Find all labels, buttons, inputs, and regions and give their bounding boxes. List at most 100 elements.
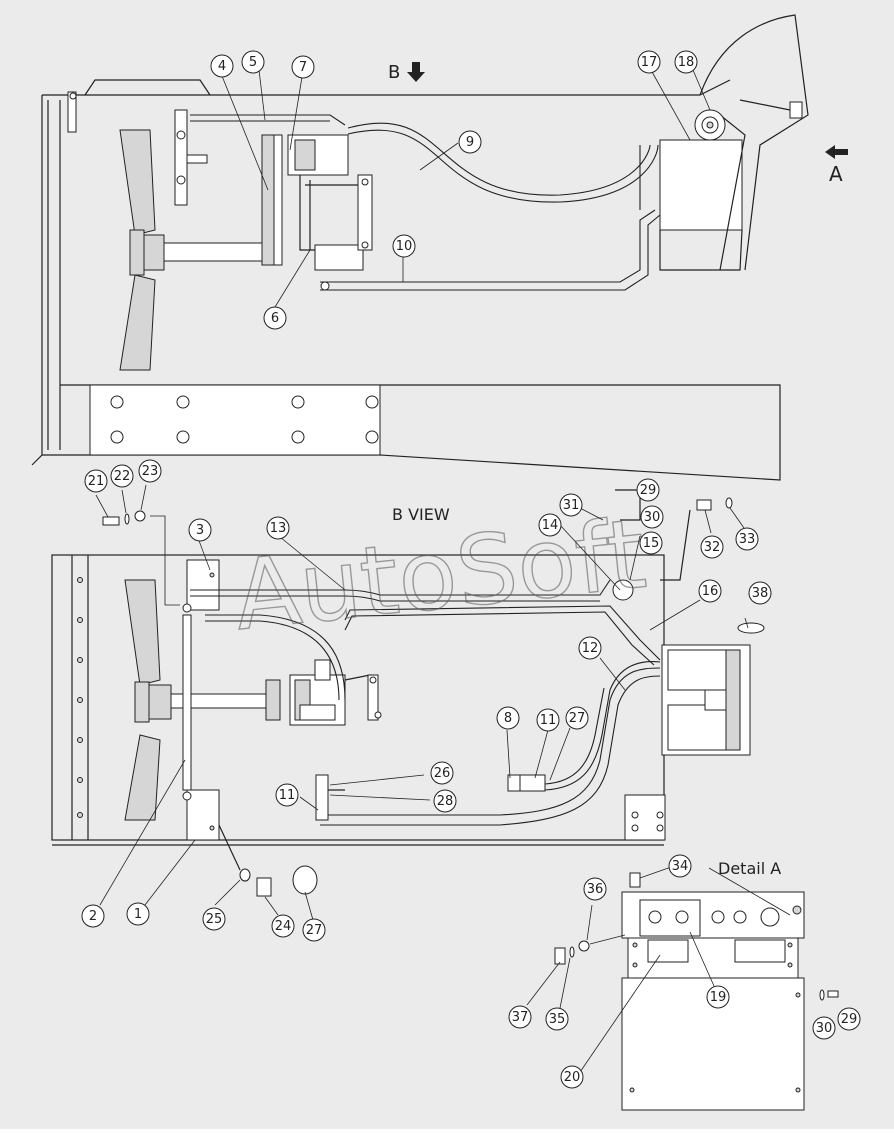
callout-29: 29 — [837, 1007, 861, 1031]
callout-circle — [458, 130, 482, 154]
callout-number: 11 — [279, 788, 296, 803]
callout-number: 26 — [434, 766, 451, 781]
callout-circle — [578, 636, 602, 660]
callout-1: 1 — [126, 902, 150, 926]
view-b-arrow-label: B — [388, 62, 400, 83]
callout-number: 16 — [702, 584, 719, 599]
callout-number: 10 — [396, 239, 413, 254]
callout-15: 15 — [639, 531, 663, 555]
callout-22: 22 — [110, 464, 134, 488]
compressor-b — [289, 659, 382, 726]
callout-14: 14 — [538, 513, 562, 537]
callout-circle — [81, 904, 105, 928]
evaporator-unit-b — [661, 644, 751, 756]
callout-37: 37 — [508, 1005, 532, 1029]
callout-circle — [496, 706, 520, 730]
callout-number: 13 — [270, 521, 287, 536]
callout-3: 3 — [188, 518, 212, 542]
callout-number: 30 — [816, 1021, 833, 1036]
callout-number: 33 — [739, 532, 756, 547]
callout-circle — [812, 1016, 836, 1040]
callout-number: 23 — [142, 464, 159, 479]
callout-number: 5 — [249, 55, 257, 70]
callout-35: 35 — [545, 1007, 569, 1031]
callout-2: 2 — [81, 904, 105, 928]
callout-26: 26 — [430, 761, 454, 785]
callout-circle — [668, 854, 692, 878]
callout-24: 24 — [271, 914, 295, 938]
callout-number: 31 — [563, 498, 580, 513]
callout-number: 38 — [752, 586, 769, 601]
callout-circle — [110, 464, 134, 488]
callout-circle — [639, 531, 663, 555]
callout-circle — [706, 985, 730, 1009]
callout-number: 24 — [275, 919, 292, 934]
callout-circle — [126, 902, 150, 926]
callout-circle — [291, 55, 315, 79]
callout-number: 14 — [542, 518, 559, 533]
callout-circle — [188, 518, 212, 542]
callout-circle — [583, 877, 607, 901]
callout-circle — [837, 1007, 861, 1031]
callout-11: 11 — [536, 708, 560, 732]
callout-number: 3 — [196, 523, 204, 538]
callout-27: 27 — [302, 918, 326, 942]
callout-circle — [545, 1007, 569, 1031]
callout-circle — [271, 914, 295, 938]
callout-32: 32 — [700, 535, 724, 559]
callout-number: 22 — [114, 469, 131, 484]
callout-4: 4 — [210, 54, 234, 78]
b-view — [51, 489, 765, 846]
callout-number: 34 — [672, 859, 689, 874]
callout-number: 2 — [89, 909, 97, 924]
callout-34: 34 — [668, 854, 692, 878]
callout-circle — [266, 516, 290, 540]
callout-30: 30 — [640, 505, 664, 529]
callout-circle — [735, 527, 759, 551]
callout-31: 31 — [559, 493, 583, 517]
top-view — [31, 14, 848, 481]
callout-circle — [674, 50, 698, 74]
callout-25: 25 — [202, 907, 226, 931]
callout-circle — [302, 918, 326, 942]
evaporator-unit-top — [659, 79, 803, 271]
callout-number: 32 — [704, 540, 721, 555]
callout-number: 37 — [512, 1010, 529, 1025]
callout-28: 28 — [433, 789, 457, 813]
compressor-top — [287, 134, 373, 271]
callout-circle — [536, 708, 560, 732]
callout-38: 38 — [748, 581, 772, 605]
callout-circle — [433, 789, 457, 813]
callout-number: 30 — [644, 510, 661, 525]
callout-7: 7 — [291, 55, 315, 79]
callout-circle — [565, 706, 589, 730]
callout-number: 20 — [564, 1070, 581, 1085]
callout-circle — [508, 1005, 532, 1029]
callout-circle — [748, 581, 772, 605]
callout-5: 5 — [241, 50, 265, 74]
callout-10: 10 — [392, 234, 416, 258]
callout-number: 12 — [582, 641, 599, 656]
callout-circle — [275, 783, 299, 807]
callout-6: 6 — [263, 306, 287, 330]
callout-circle — [263, 306, 287, 330]
callout-11: 11 — [275, 783, 299, 807]
callout-number: 27 — [569, 711, 586, 726]
callout-number: 17 — [641, 55, 658, 70]
callout-20: 20 — [560, 1065, 584, 1089]
callout-12: 12 — [578, 636, 602, 660]
cooling-fan-b — [124, 579, 281, 821]
callout-18: 18 — [674, 50, 698, 74]
callout-19: 19 — [706, 985, 730, 1009]
callout-number: 18 — [678, 55, 695, 70]
callout-number: 28 — [437, 794, 454, 809]
callout-circle — [84, 469, 108, 493]
callout-33: 33 — [735, 527, 759, 551]
callout-number: 6 — [271, 311, 279, 326]
detail-a-title: Detail A — [718, 859, 781, 878]
callout-21: 21 — [84, 469, 108, 493]
callout-number: 7 — [299, 60, 307, 75]
callout-circle — [538, 513, 562, 537]
callout-23: 23 — [138, 459, 162, 483]
